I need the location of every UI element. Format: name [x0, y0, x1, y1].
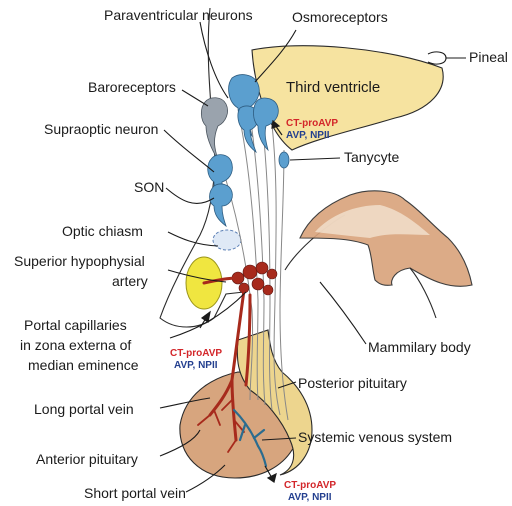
tanycyte-shape — [279, 152, 289, 168]
label-portal-line1: Portal capillaries — [24, 317, 127, 333]
label-portal-line3: median eminence — [28, 357, 139, 373]
label-systemic: Systemic venous system — [298, 429, 452, 445]
label-sha-line2: artery — [112, 273, 148, 289]
label-tanycyte: Tanycyte — [344, 149, 399, 165]
label-posterior: Posterior pituitary — [298, 375, 407, 391]
avp-npii-bottom: AVP, NPII — [288, 492, 332, 503]
optic-chiasm-shape — [213, 230, 241, 250]
mammillary-body — [300, 191, 472, 286]
baroreceptor-neuron — [201, 98, 227, 160]
label-sha-line1: Superior hypophysial — [14, 253, 145, 269]
ct-proavp-top: CT-proAVP — [286, 118, 338, 129]
label-portal-line2: in zona externa of — [20, 337, 131, 353]
label-short-portal: Short portal vein — [84, 485, 186, 501]
label-mammillary: Mammilary body — [368, 339, 471, 355]
avp-npii-middle: AVP, NPII — [174, 360, 218, 371]
label-son: SON — [134, 179, 164, 195]
label-supraoptic: Supraoptic neuron — [44, 121, 158, 137]
label-optic-chiasm: Optic chiasm — [62, 223, 143, 239]
label-third-ventricle: Third ventricle — [286, 79, 380, 96]
ct-proavp-middle: CT-proAVP — [170, 348, 222, 359]
third-ventricle-shape — [252, 46, 443, 150]
ct-proavp-bottom: CT-proAVP — [284, 480, 336, 491]
avp-npii-top: AVP, NPII — [286, 130, 330, 141]
label-anterior: Anterior pituitary — [36, 451, 138, 467]
label-osmoreceptors: Osmoreceptors — [292, 9, 388, 25]
label-baroreceptors: Baroreceptors — [88, 79, 176, 95]
label-long-portal: Long portal vein — [34, 401, 134, 417]
label-paraventricular: Paraventricular neurons — [104, 7, 253, 23]
son-neuron-shape — [210, 184, 233, 226]
label-pineal: Pineal — [469, 49, 508, 65]
